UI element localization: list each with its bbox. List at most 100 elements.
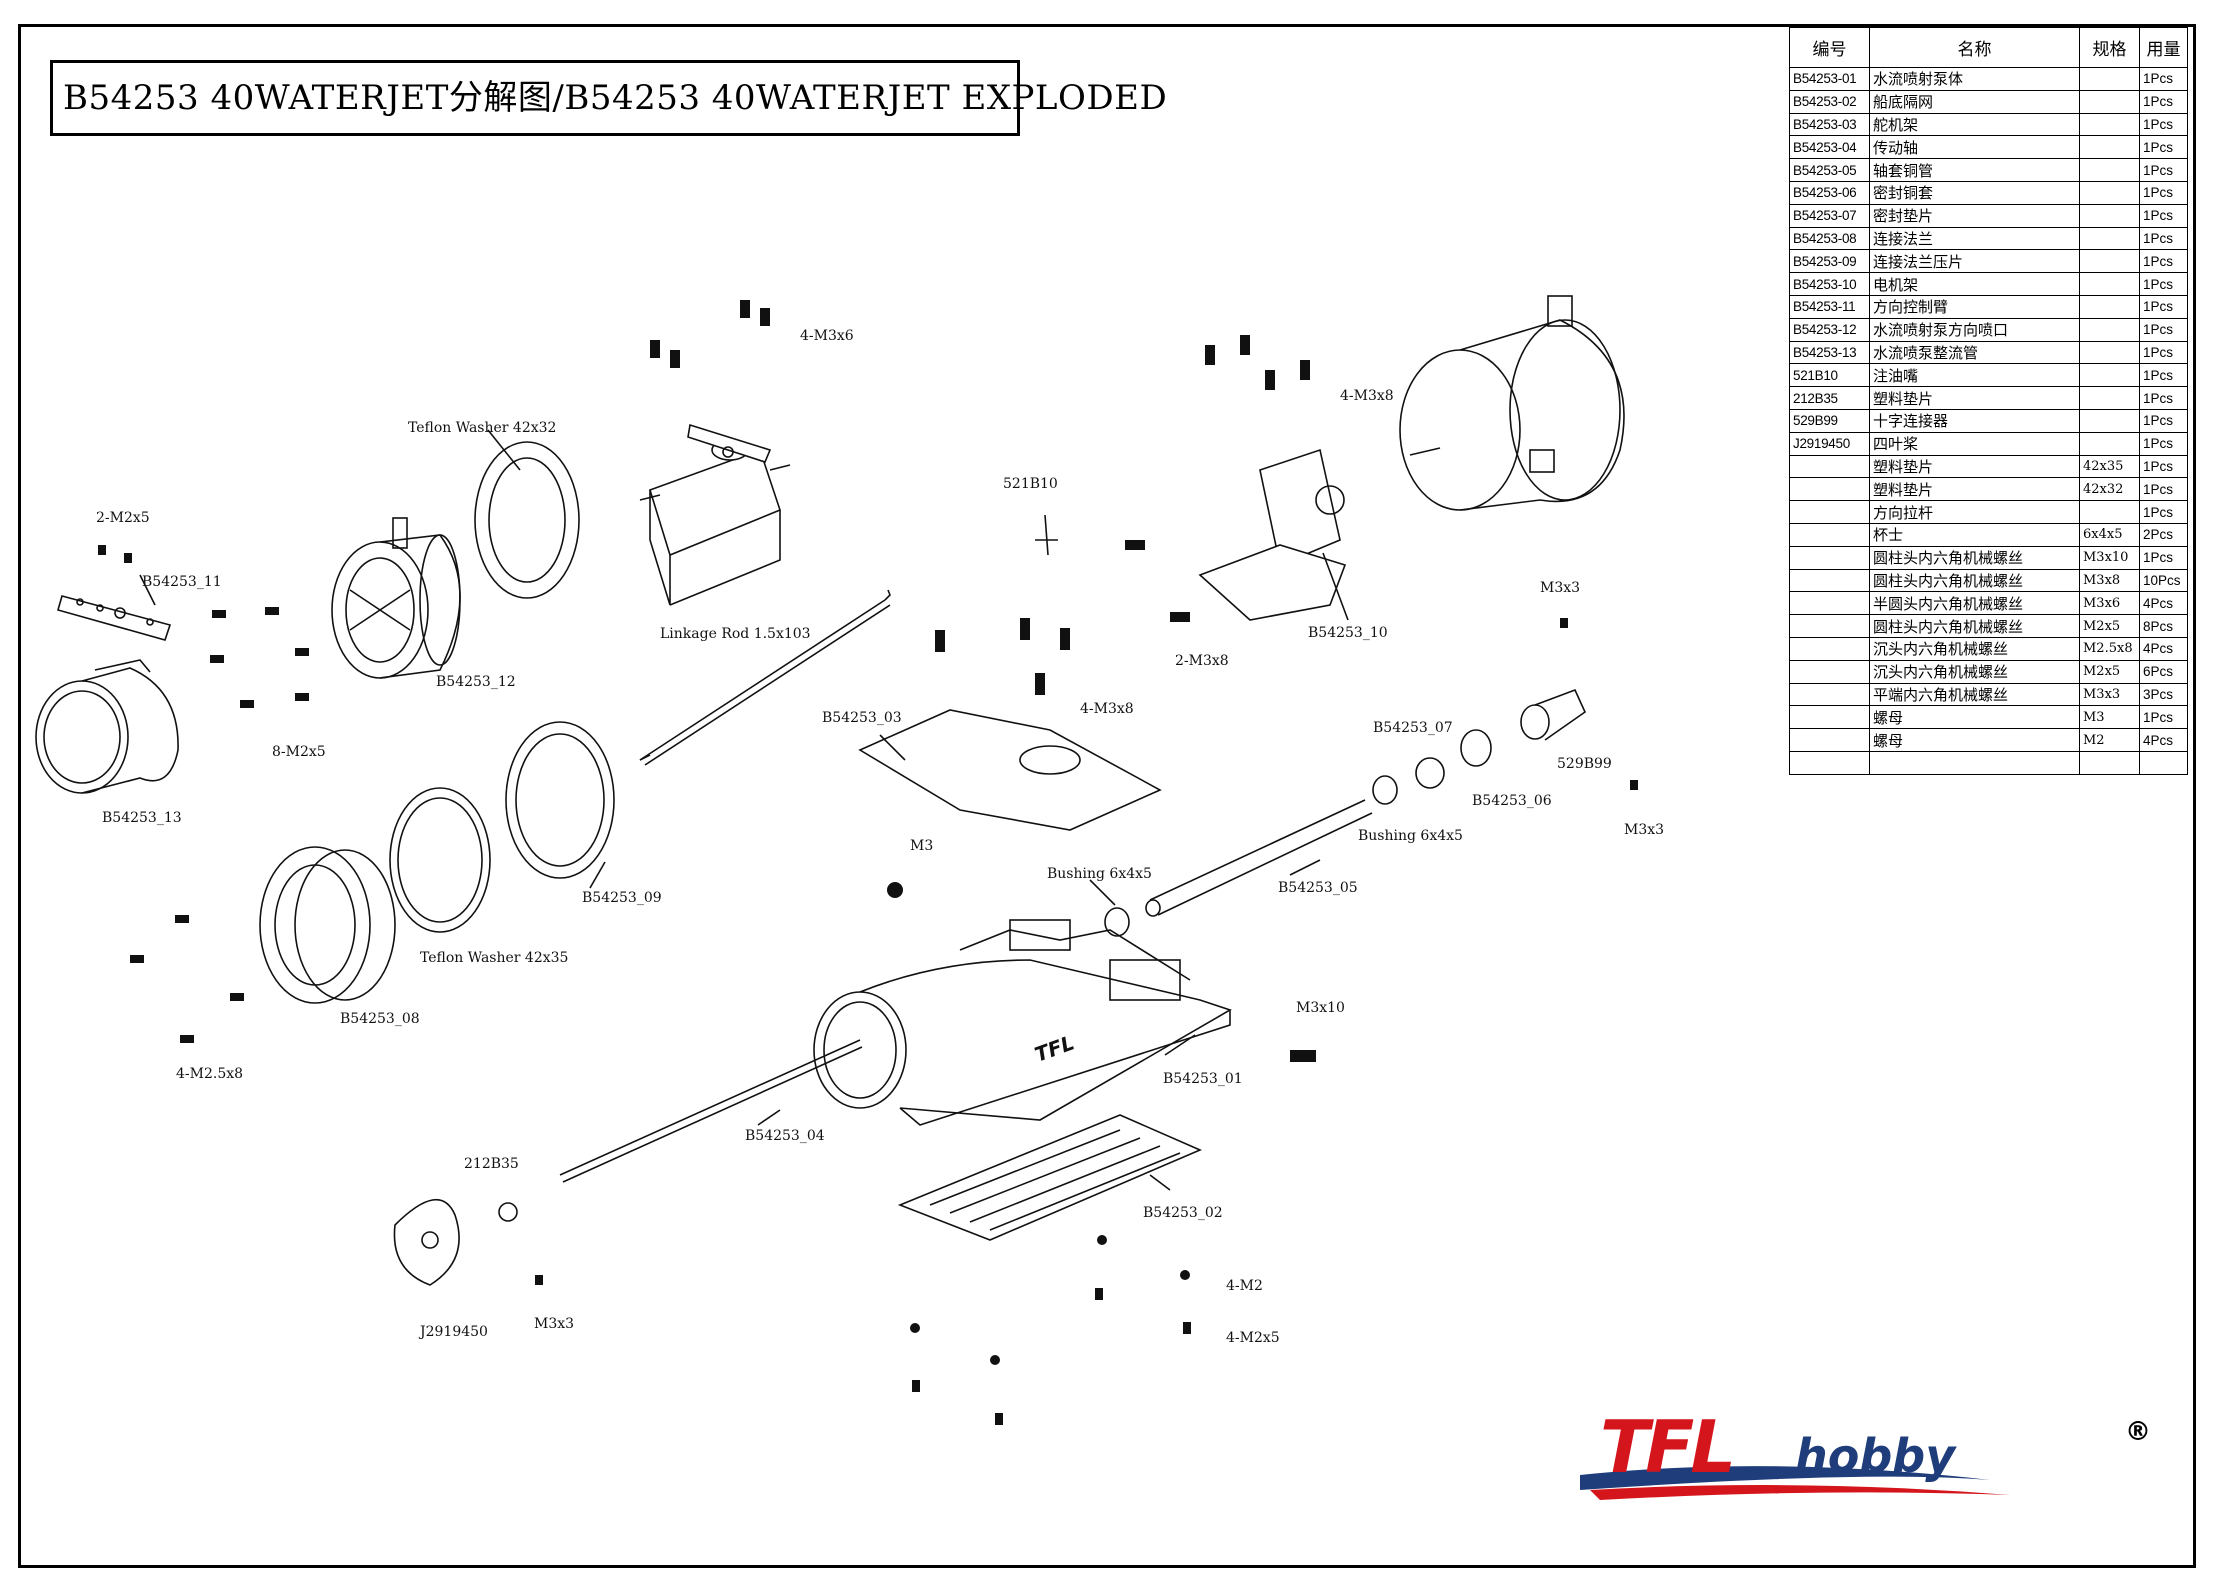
label-4m2x5: 4-M2x5 [1226,1330,1280,1346]
label-b54253-12: B54253_12 [436,674,516,690]
part-qty-cell: 1Pcs [2139,545,2188,570]
label-8m2x5: 8-M2x5 [272,744,326,760]
steering-arm-part [57,595,172,641]
part-spec-cell [2079,500,2140,524]
label-linkage-rod: Linkage Rod 1.5x103 [660,626,811,642]
leader-b01 [1164,1034,1196,1056]
label-b54253-13: B54253_13 [102,810,182,826]
part-name-cell: 水流喷射泵体 [1869,67,2080,91]
part-spec-cell [2079,340,2140,365]
logo-swoosh-red [1590,1485,2010,1500]
part-spec-cell [2079,249,2140,274]
part-name-cell: 螺母 [1869,705,2080,730]
part-qty-cell: 4Pcs [2139,636,2188,661]
seal-sleeve-part [1460,729,1492,767]
leader-b09 [589,861,606,889]
part-name-cell: 圆柱头内六角机械螺丝 [1869,614,2080,638]
motor-mount-part [1198,448,1347,621]
label-521b10: 521B10 [1003,476,1058,492]
part-qty-cell: 10Pcs [2139,568,2188,593]
part-code-cell: B54253-12 [1789,317,1870,342]
part-name-cell: 舵机架 [1869,112,2080,137]
label-b54253-02: B54253_02 [1143,1205,1223,1221]
label-4m2-5x8: 4-M2.5x8 [176,1066,243,1082]
part-name-cell: 水流喷射泵方向喷口 [1869,317,2080,342]
part-name-cell: 注油嘴 [1869,363,2080,388]
part-name-cell: 塑料垫片 [1869,454,2080,479]
part-code-cell [1789,568,1870,593]
part-spec-cell: M3x8 [2079,568,2140,593]
housing-logo-mark: TFL [1032,1030,1078,1066]
part-code-cell [1789,454,1870,479]
label-4m3x8-mid: 4-M3x8 [1080,701,1134,717]
part-name-cell: 四叶桨 [1869,431,2080,456]
part-name-cell [1869,750,2080,775]
part-spec-cell [2079,67,2140,91]
part-qty-cell: 2Pcs [2139,522,2188,547]
part-code-cell: B54253-04 [1789,135,1870,160]
part-spec-cell: M2.5x8 [2079,636,2140,661]
leader-b11 [139,574,156,606]
part-name-cell: 密封垫片 [1869,203,2080,228]
leader-bushing1 [1089,879,1116,906]
part-spec-cell [2079,386,2140,410]
part-qty-cell: 1Pcs [2139,431,2188,456]
part-name-cell: 十字连接器 [1869,408,2080,433]
part-code-cell: B54253-01 [1789,67,1870,91]
part-code-cell [1789,682,1870,707]
part-qty-cell: 1Pcs [2139,180,2188,205]
label-bushing-right: Bushing 6x4x5 [1358,828,1463,844]
label-m3x3-right-top: M3x3 [1540,580,1580,596]
part-code-cell: 529B99 [1789,408,1870,433]
label-b54253-08: B54253_08 [340,1011,420,1027]
part-name-cell: 平端内六角机械螺丝 [1869,682,2080,707]
drawing-frame [18,24,2196,1568]
part-name-cell: 船底隔网 [1869,89,2080,114]
header-spec: 规格 [2079,27,2140,68]
part-qty-cell: 1Pcs [2139,386,2188,410]
connecting-flange-part [259,846,396,1004]
label-529b99: 529B99 [1557,756,1612,772]
part-qty-cell: 1Pcs [2139,226,2188,251]
part-spec-cell [2079,89,2140,114]
part-qty-cell: 1Pcs [2139,272,2188,296]
part-name-cell: 方向控制臂 [1869,294,2080,319]
label-j2919450: J2919450 [418,1324,488,1340]
part-name-cell: 沉头内六角机械螺丝 [1869,636,2080,661]
cross-coupler-part [1520,688,1587,741]
leader-b10 [1322,552,1349,621]
label-4m2: 4-M2 [1226,1278,1263,1294]
part-qty-cell: 1Pcs [2139,89,2188,114]
part-code-cell [1789,750,1870,775]
bushing-a-part [1104,907,1130,937]
part-name-cell: 圆柱头内六角机械螺丝 [1869,568,2080,593]
part-qty-cell: 1Pcs [2139,294,2188,319]
part-spec-cell [2079,317,2140,342]
part-spec-cell: 42x35 [2079,454,2140,479]
stator-duct-part [35,659,179,794]
label-4m3x6: 4-M3x6 [800,328,854,344]
part-qty-cell: 4Pcs [2139,591,2188,616]
label-b54253-04: B54253_04 [745,1128,825,1144]
part-qty-cell: 1Pcs [2139,500,2188,524]
screw-group [98,300,1638,1425]
part-name-cell: 密封铜套 [1869,180,2080,205]
part-spec-cell [2079,226,2140,251]
part-code-cell [1789,545,1870,570]
label-b54253-11: B54253_11 [142,574,222,590]
part-code-cell: B54253-09 [1789,249,1870,274]
flange-plate-part [505,721,615,879]
logo-brand-tfl: TFL [1600,1405,1732,1489]
part-spec-cell [2079,135,2140,160]
